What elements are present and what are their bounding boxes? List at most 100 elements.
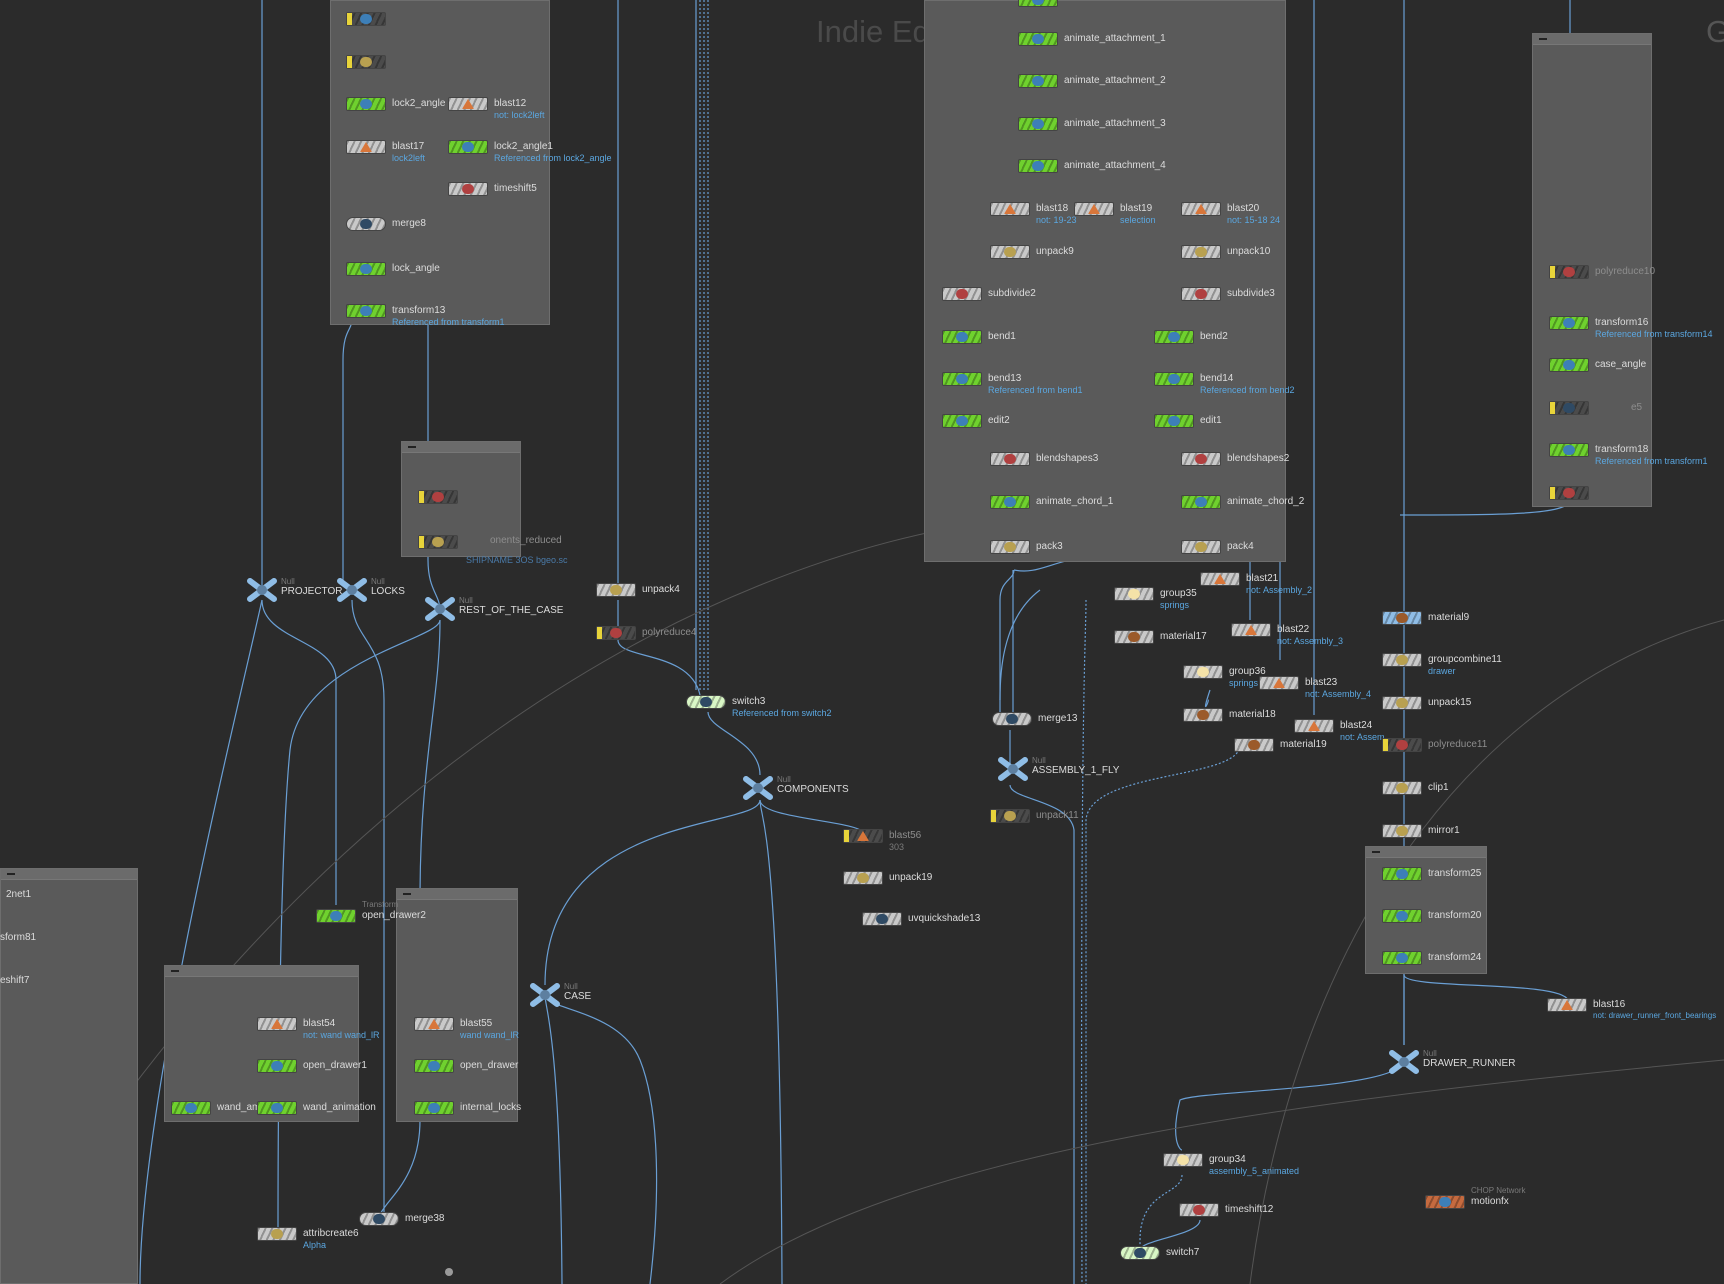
node-tile[interactable] bbox=[942, 287, 982, 301]
node-tile[interactable] bbox=[1382, 781, 1422, 795]
node-tile[interactable] bbox=[1382, 611, 1422, 625]
node-tile[interactable] bbox=[346, 304, 386, 318]
node-tile[interactable] bbox=[1183, 665, 1223, 679]
edition-watermark-cut: G bbox=[1706, 14, 1724, 49]
node-tile[interactable] bbox=[346, 97, 386, 111]
node-tile[interactable] bbox=[414, 1017, 454, 1031]
node-tile[interactable] bbox=[1114, 630, 1154, 644]
node-tile[interactable] bbox=[1547, 998, 1587, 1012]
node-tile[interactable] bbox=[990, 540, 1030, 554]
node-tile[interactable] bbox=[1382, 909, 1422, 923]
node-tile[interactable] bbox=[448, 140, 488, 154]
node-tile[interactable] bbox=[1120, 1246, 1160, 1260]
node-comment: Referenced from transform1 bbox=[1595, 456, 1708, 466]
node-tile[interactable] bbox=[990, 809, 1030, 823]
node-tile[interactable] bbox=[1018, 0, 1058, 7]
node-tile[interactable] bbox=[418, 490, 458, 504]
node-tile[interactable] bbox=[1163, 1153, 1203, 1167]
node-tile[interactable] bbox=[1382, 824, 1422, 838]
node-tile[interactable] bbox=[346, 217, 386, 231]
node-tile[interactable] bbox=[1018, 159, 1058, 173]
network-box-left[interactable] bbox=[0, 868, 138, 1284]
node-tile[interactable] bbox=[942, 372, 982, 386]
node-tile[interactable] bbox=[1154, 414, 1194, 428]
node-tile[interactable] bbox=[990, 495, 1030, 509]
node-tile[interactable] bbox=[1154, 330, 1194, 344]
node-tile[interactable] bbox=[1200, 572, 1240, 586]
node-tile[interactable] bbox=[1181, 495, 1221, 509]
node-tile[interactable] bbox=[1234, 738, 1274, 752]
node-tile[interactable] bbox=[1181, 287, 1221, 301]
network-box-attachments[interactable] bbox=[924, 0, 1286, 562]
node-name-label: transform25 bbox=[1428, 868, 1482, 879]
node-tile[interactable] bbox=[1018, 32, 1058, 46]
node-tile[interactable] bbox=[359, 1212, 399, 1226]
node-tile[interactable] bbox=[1382, 696, 1422, 710]
node-tile[interactable] bbox=[448, 97, 488, 111]
node-tile[interactable] bbox=[1074, 202, 1114, 216]
node-tile[interactable] bbox=[1183, 708, 1223, 722]
node-tile[interactable] bbox=[1018, 74, 1058, 88]
node-tile[interactable] bbox=[1294, 719, 1334, 733]
node-tile[interactable] bbox=[686, 695, 726, 709]
node-tile[interactable] bbox=[414, 1101, 454, 1115]
node-name-label: polyreduce4 bbox=[642, 627, 697, 638]
node-tile[interactable] bbox=[1382, 738, 1422, 752]
node-tile[interactable] bbox=[1425, 1195, 1465, 1209]
node-tile[interactable] bbox=[596, 626, 636, 640]
node-tile[interactable] bbox=[1259, 676, 1299, 690]
node-tile[interactable] bbox=[257, 1017, 297, 1031]
node-tile[interactable] bbox=[414, 1059, 454, 1073]
node-tile[interactable] bbox=[862, 912, 902, 926]
node-tile[interactable] bbox=[990, 202, 1030, 216]
network-box-wand[interactable] bbox=[164, 965, 359, 1122]
node-tile[interactable] bbox=[1549, 486, 1589, 500]
node-tile[interactable] bbox=[1549, 443, 1589, 457]
node-tile[interactable] bbox=[1179, 1203, 1219, 1217]
node-tile[interactable] bbox=[257, 1101, 297, 1115]
node-tile[interactable] bbox=[1154, 372, 1194, 386]
node-tile[interactable] bbox=[1549, 401, 1589, 415]
node-tile[interactable] bbox=[992, 712, 1032, 726]
node-tile[interactable] bbox=[448, 182, 488, 196]
node-tile[interactable] bbox=[843, 829, 883, 843]
node-tile[interactable] bbox=[1181, 202, 1221, 216]
node-tile[interactable] bbox=[1018, 117, 1058, 131]
node-tile[interactable] bbox=[257, 1059, 297, 1073]
node-tile[interactable] bbox=[1114, 587, 1154, 601]
node-tile[interactable] bbox=[990, 452, 1030, 466]
node-comment: not: 15-18 24 bbox=[1227, 215, 1281, 225]
node-tile[interactable] bbox=[171, 1101, 211, 1115]
node-tile[interactable] bbox=[346, 262, 386, 276]
node-tile[interactable] bbox=[418, 535, 458, 549]
node-tile[interactable] bbox=[1382, 867, 1422, 881]
node-tile[interactable] bbox=[1181, 245, 1221, 259]
node-tile[interactable] bbox=[1549, 358, 1589, 372]
node-tile[interactable] bbox=[1382, 951, 1422, 965]
node-tile[interactable] bbox=[1549, 316, 1589, 330]
node-tile[interactable] bbox=[1549, 265, 1589, 279]
node-tile[interactable] bbox=[346, 12, 386, 26]
node-tile[interactable] bbox=[942, 414, 982, 428]
node-tile[interactable] bbox=[1181, 540, 1221, 554]
node-tile[interactable] bbox=[316, 909, 356, 923]
node-tile[interactable] bbox=[346, 140, 386, 154]
node-tile[interactable] bbox=[990, 245, 1030, 259]
node-tile[interactable] bbox=[1231, 623, 1271, 637]
node-tile[interactable] bbox=[942, 330, 982, 344]
node-tile[interactable] bbox=[1181, 452, 1221, 466]
node-tile[interactable] bbox=[596, 583, 636, 597]
node-tile[interactable] bbox=[257, 1227, 297, 1241]
node-type-icon bbox=[432, 492, 444, 502]
node-tile[interactable] bbox=[1382, 653, 1422, 667]
node-tile[interactable] bbox=[346, 55, 386, 69]
network-box-drawer[interactable] bbox=[396, 888, 518, 1122]
node-tile[interactable] bbox=[843, 871, 883, 885]
